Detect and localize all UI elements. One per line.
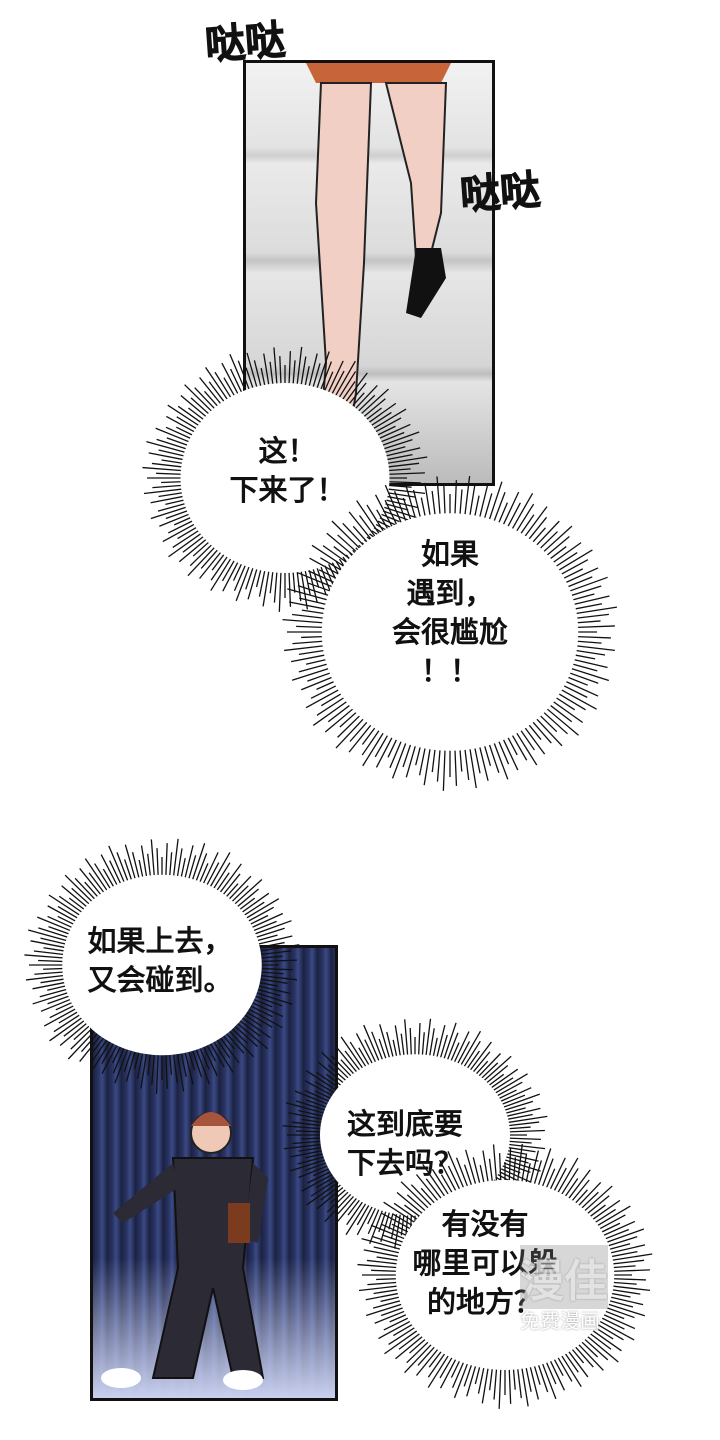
bubble-5 xyxy=(357,1143,653,1409)
bubble-2 xyxy=(282,476,618,791)
sfx-footsteps-2: 哒哒 xyxy=(458,167,542,219)
watermark: 漫佳 免费漫画 xyxy=(520,1245,608,1334)
bubble-text-3: 如果上去， 又会碰到。 xyxy=(87,924,233,998)
man-illustration xyxy=(101,1112,268,1390)
bubble-text-4: 这到底要 下去吗？ xyxy=(346,1107,463,1181)
bubble-1 xyxy=(142,346,428,612)
watermark-logo: 漫佳 xyxy=(520,1245,608,1309)
bubble-3 xyxy=(24,838,300,1094)
bubble-text-1: 这！ 下来了！ xyxy=(229,434,346,508)
bubble-text-2: 如果 遇到， 会很尴尬 ！！ xyxy=(391,537,508,689)
watermark-caption: 免费漫画 xyxy=(520,1309,600,1333)
bubble-text-5: 有没有 哪里可以躲 的地方？ xyxy=(412,1207,558,1320)
sfx-footsteps-1: 哒哒 xyxy=(203,17,287,69)
legs-illustration xyxy=(306,63,451,483)
